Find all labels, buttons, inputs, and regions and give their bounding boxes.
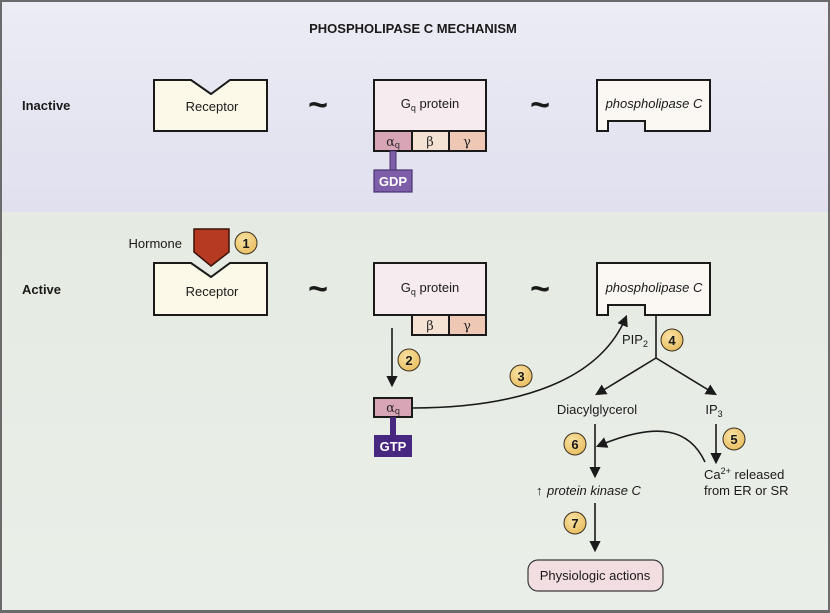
pkc-label: protein kinase C [546, 483, 642, 498]
active-plc-label: phospholipase C [605, 280, 703, 295]
physiologic-actions-box: Physiologic actions [527, 559, 664, 592]
active-tilde-1: ~ [308, 270, 328, 308]
gtp-box [374, 435, 412, 457]
active-gamma-subunit [448, 314, 487, 336]
inactive-gdp-stalk [389, 150, 397, 171]
active-receptor: Receptor [153, 262, 268, 316]
active-alpha-label: αq [386, 401, 400, 416]
arrow-to-ip3 [655, 357, 717, 396]
arrow-alpha-to-plc [411, 314, 628, 409]
active-beta-label: β [426, 319, 434, 334]
arrow-to-dag [595, 357, 657, 396]
step-badge-6: 6 [563, 432, 587, 456]
step-badge-4: 4 [660, 328, 684, 352]
svg-text:6: 6 [571, 437, 578, 452]
inactive-plc-label: phospholipase C [605, 96, 703, 111]
ip3-label: IP3 [705, 402, 722, 419]
svg-text:2: 2 [405, 353, 412, 368]
arrow-calcium-to-pkc [595, 430, 706, 463]
inactive-beta-label: β [426, 135, 434, 150]
pkc-up-arrow-icon: ↑ [536, 483, 543, 498]
active-label: Active [22, 282, 61, 297]
inactive-gamma-label: γ [463, 135, 471, 150]
svg-text:1: 1 [242, 236, 249, 251]
inactive-gamma-subunit [448, 130, 487, 152]
inactive-label: Inactive [22, 98, 70, 113]
svg-text:5: 5 [730, 432, 737, 447]
svg-text:7: 7 [571, 516, 578, 531]
svg-text:3: 3 [517, 369, 524, 384]
active-alpha-gtp: αq GTP [373, 397, 413, 457]
hormone-icon [193, 228, 230, 267]
physiologic-actions-label: Physiologic actions [540, 568, 651, 583]
step-badge-2: 2 [397, 348, 421, 372]
active-tilde-2: ~ [530, 270, 550, 308]
step-badge-5: 5 [722, 427, 746, 451]
active-receptor-label: Receptor [186, 284, 239, 299]
calcium-label-line1: Ca2+ released [704, 466, 784, 482]
active-gq-protein: Gq protein β γ [373, 262, 487, 336]
calcium-label-line2: from ER or SR [704, 483, 789, 498]
inactive-alpha-label: αq [386, 135, 400, 150]
step-badge-7: 7 [563, 511, 587, 535]
inactive-phospholipase-c: phospholipase C [596, 79, 711, 132]
inactive-receptor-label: Receptor [186, 99, 239, 114]
hormone-label: Hormone [129, 236, 182, 251]
diagram-title: PHOSPHOLIPASE C MECHANISM [309, 21, 517, 36]
active-gamma-label: γ [463, 319, 471, 334]
active-phospholipase-c: phospholipase C [596, 262, 711, 316]
gtp-stalk [390, 417, 396, 435]
pip2-label: PIP2 [622, 332, 648, 349]
inactive-tilde-1: ~ [308, 86, 328, 124]
inactive-gq-label: Gq protein [401, 96, 460, 113]
gdp-label: GDP [379, 174, 408, 189]
svg-text:4: 4 [668, 333, 676, 348]
inactive-receptor: Receptor [153, 79, 268, 132]
gtp-label: GTP [380, 439, 407, 454]
inactive-gq-protein: Gq protein αq β γ GDP [373, 79, 487, 193]
dag-label: Diacylglycerol [557, 402, 637, 417]
gdp-box [373, 169, 413, 193]
step-badge-1: 1 [234, 231, 258, 255]
step-badge-3: 3 [509, 364, 533, 388]
inactive-tilde-2: ~ [530, 86, 550, 124]
active-gq-label: Gq protein [401, 280, 460, 297]
